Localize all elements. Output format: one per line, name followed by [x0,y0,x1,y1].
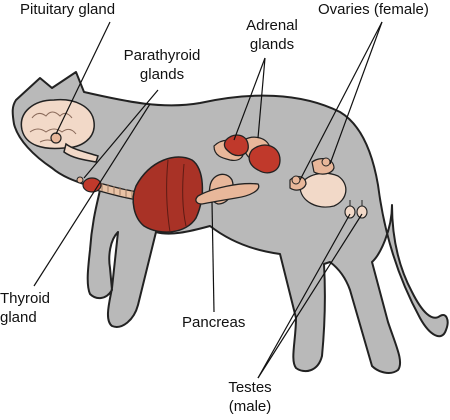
trachea [95,181,139,201]
parathyroid-glands [76,176,84,184]
label-pancreas: Pancreas [182,313,245,332]
label-testes-line1: Testes [228,379,272,396]
label-pancreas-text: Pancreas [182,314,246,331]
brain [20,98,95,150]
lung-lobe-lines [166,159,187,233]
leader-testes-1 [257,213,351,379]
label-parathyroid-glands: Parathyroid glands [112,46,212,84]
label-parathyroid-line1: Parathyroid [123,47,201,64]
label-thyroid-line2: gland [0,309,37,326]
leader-parathyroid [83,89,159,179]
label-thyroid-gland: Thyroid gland [0,289,50,327]
cat-body [11,71,449,374]
label-adrenal-glands: Adrenal glands [232,16,312,54]
kidney-secondary [223,134,249,157]
label-ovaries-text: Ovaries (female) [318,1,429,18]
leader-adrenal-1 [233,57,266,141]
label-ovaries: Ovaries (female) [318,0,429,19]
label-pituitary-text: Pituitary gland [20,1,116,18]
leader-thyroid [33,103,151,287]
leader-testes-2 [257,213,363,379]
label-testes: Testes (male) [222,378,278,416]
leader-lines [33,21,383,379]
label-testes-line2: (male) [228,398,272,415]
leader-adrenal-2 [257,57,266,139]
lungs [132,156,204,233]
brainstem [63,142,99,163]
pancreas [195,182,260,205]
leader-pituitary [55,21,111,135]
label-parathyroid-line2: glands [139,66,185,83]
label-pituitary-gland: Pituitary gland [20,0,115,19]
label-adrenal-line1: Adrenal [246,17,298,34]
kidney [248,144,281,174]
label-adrenal-line2: glands [249,36,295,53]
leader-ovaries-2 [329,21,383,165]
leader-pancreas [211,201,215,313]
pituitary-gland [50,132,62,144]
ovary-left [291,175,301,185]
ovary-right [321,157,331,167]
uterus [299,172,347,208]
label-thyroid-line1: Thyroid [0,290,51,307]
testes [344,200,368,219]
leader-ovaries-1 [299,21,383,181]
